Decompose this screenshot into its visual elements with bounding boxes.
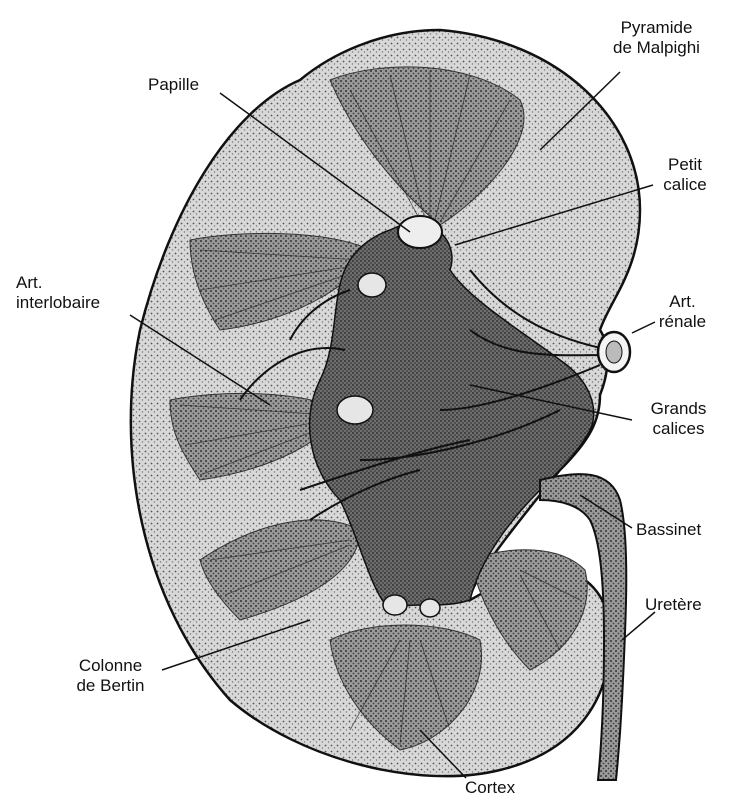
label-papille: Papille bbox=[148, 75, 199, 95]
label-line: Art. bbox=[650, 292, 715, 312]
label-pyramide-de-malpighi: Pyramide de Malpighi bbox=[589, 18, 724, 58]
label-line: Cortex bbox=[465, 778, 515, 798]
label-uretere: Uretère bbox=[645, 595, 702, 615]
label-art-renale: Art. rénale bbox=[650, 292, 715, 332]
label-line: Pyramide bbox=[589, 18, 724, 38]
label-line: interlobaire bbox=[16, 293, 100, 313]
label-line: Papille bbox=[148, 75, 199, 95]
label-line: Bassinet bbox=[636, 520, 701, 540]
label-line: Petit bbox=[650, 155, 720, 175]
label-line: calice bbox=[650, 175, 720, 195]
label-line: rénale bbox=[650, 312, 715, 332]
label-line: Art. bbox=[16, 273, 100, 293]
label-colonne-de-bertin: Colonne de Bertin bbox=[58, 656, 163, 696]
label-line: de Bertin bbox=[58, 676, 163, 696]
label-bassinet: Bassinet bbox=[636, 520, 701, 540]
label-line: de Malpighi bbox=[589, 38, 724, 58]
label-art-interlobaire: Art. interlobaire bbox=[16, 273, 100, 313]
label-line: calices bbox=[636, 419, 721, 439]
label-petit-calice: Petit calice bbox=[650, 155, 720, 195]
label-line: Uretère bbox=[645, 595, 702, 615]
papilla bbox=[398, 216, 442, 248]
label-line: Grands bbox=[636, 399, 721, 419]
label-line: Colonne bbox=[58, 656, 163, 676]
label-grands-calices: Grands calices bbox=[636, 399, 721, 439]
label-cortex: Cortex bbox=[465, 778, 515, 798]
